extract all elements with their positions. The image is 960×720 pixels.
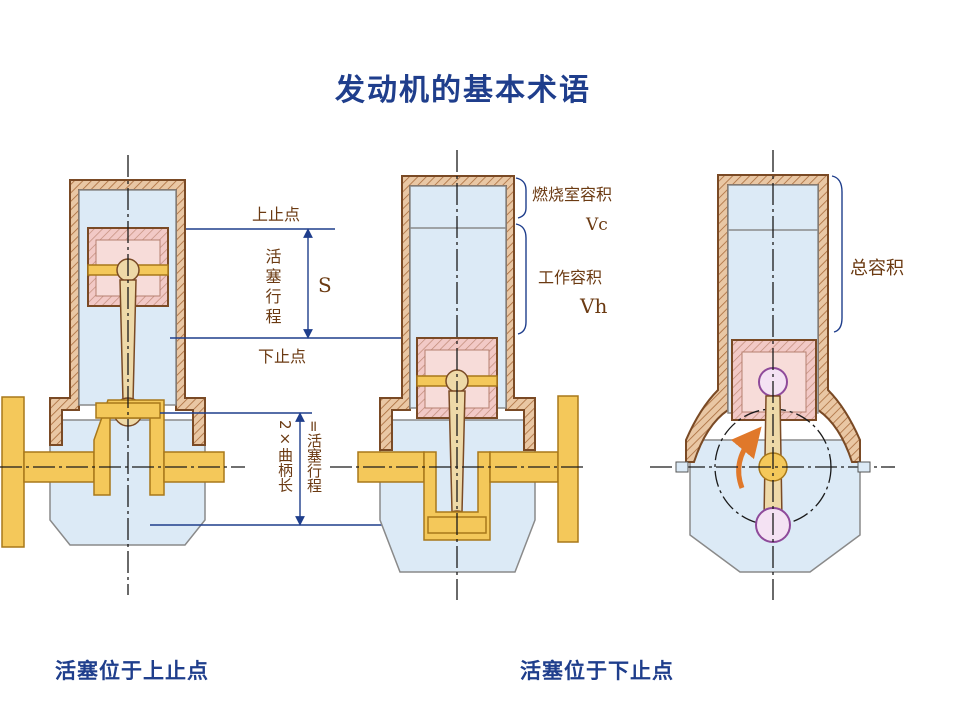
bdc-label: 下止点: [258, 347, 306, 366]
stroke-symbol: S: [318, 273, 332, 297]
volume-annotation-right: 总容积: [831, 175, 904, 333]
vh-symbol: Vh: [579, 294, 607, 318]
crank-equals-stroke-label: =活塞行程: [305, 420, 323, 493]
caption-left: 活塞位于上止点: [55, 659, 209, 683]
combustion-chamber-label: 燃烧室容积: [532, 185, 612, 204]
working-volume-label: 工作容积: [538, 268, 602, 287]
caption-right: 活塞位于下止点: [520, 659, 674, 683]
flywheel-middle: [557, 395, 579, 543]
total-volume-label: 总容积: [850, 258, 904, 279]
brace-total-volume: [831, 175, 843, 333]
volume-annotations-middle: 燃烧室容积 Vc 工作容积 Vh: [515, 177, 612, 335]
vc-symbol: Vc: [585, 215, 608, 235]
page-title: 发动机的基本术语: [334, 73, 591, 108]
piston-stroke-vertical-label: 活塞行程: [263, 248, 282, 328]
rotation-arrow-icon: [730, 426, 762, 489]
engine-right-total: [650, 150, 895, 600]
crank-double-radius-label: 2×曲柄长: [276, 420, 294, 493]
engine-middle-bdc: [330, 150, 585, 600]
tdc-label: 上止点: [252, 205, 300, 224]
brace-working-volume: [515, 223, 527, 335]
engine-left-tdc: [0, 155, 245, 595]
flywheel-left: [1, 396, 25, 548]
brace-combustion-chamber: [515, 177, 527, 219]
